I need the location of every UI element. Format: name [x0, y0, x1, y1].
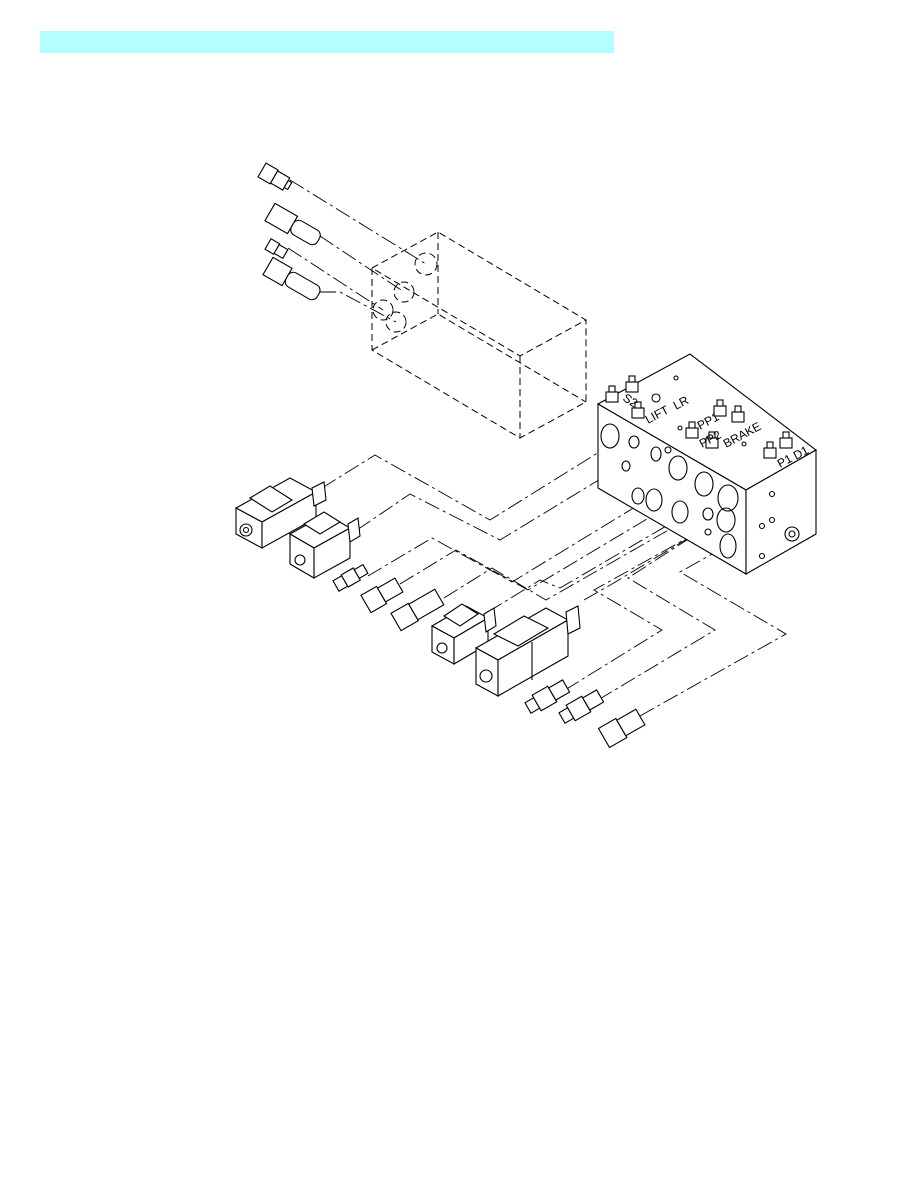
- fitting-icon: [333, 563, 369, 592]
- cartridge-valve-icon: [263, 257, 323, 303]
- upper-phantom-block: [372, 232, 586, 438]
- hex-plug-icon: [599, 707, 646, 747]
- hex-plug-icon: [361, 576, 404, 612]
- main-manifold-block: S2 LIFT LR PP1 PP2 BRAKE P1 D1: [598, 354, 816, 574]
- fitting-icon: [265, 239, 288, 259]
- fitting-icon: [258, 163, 294, 193]
